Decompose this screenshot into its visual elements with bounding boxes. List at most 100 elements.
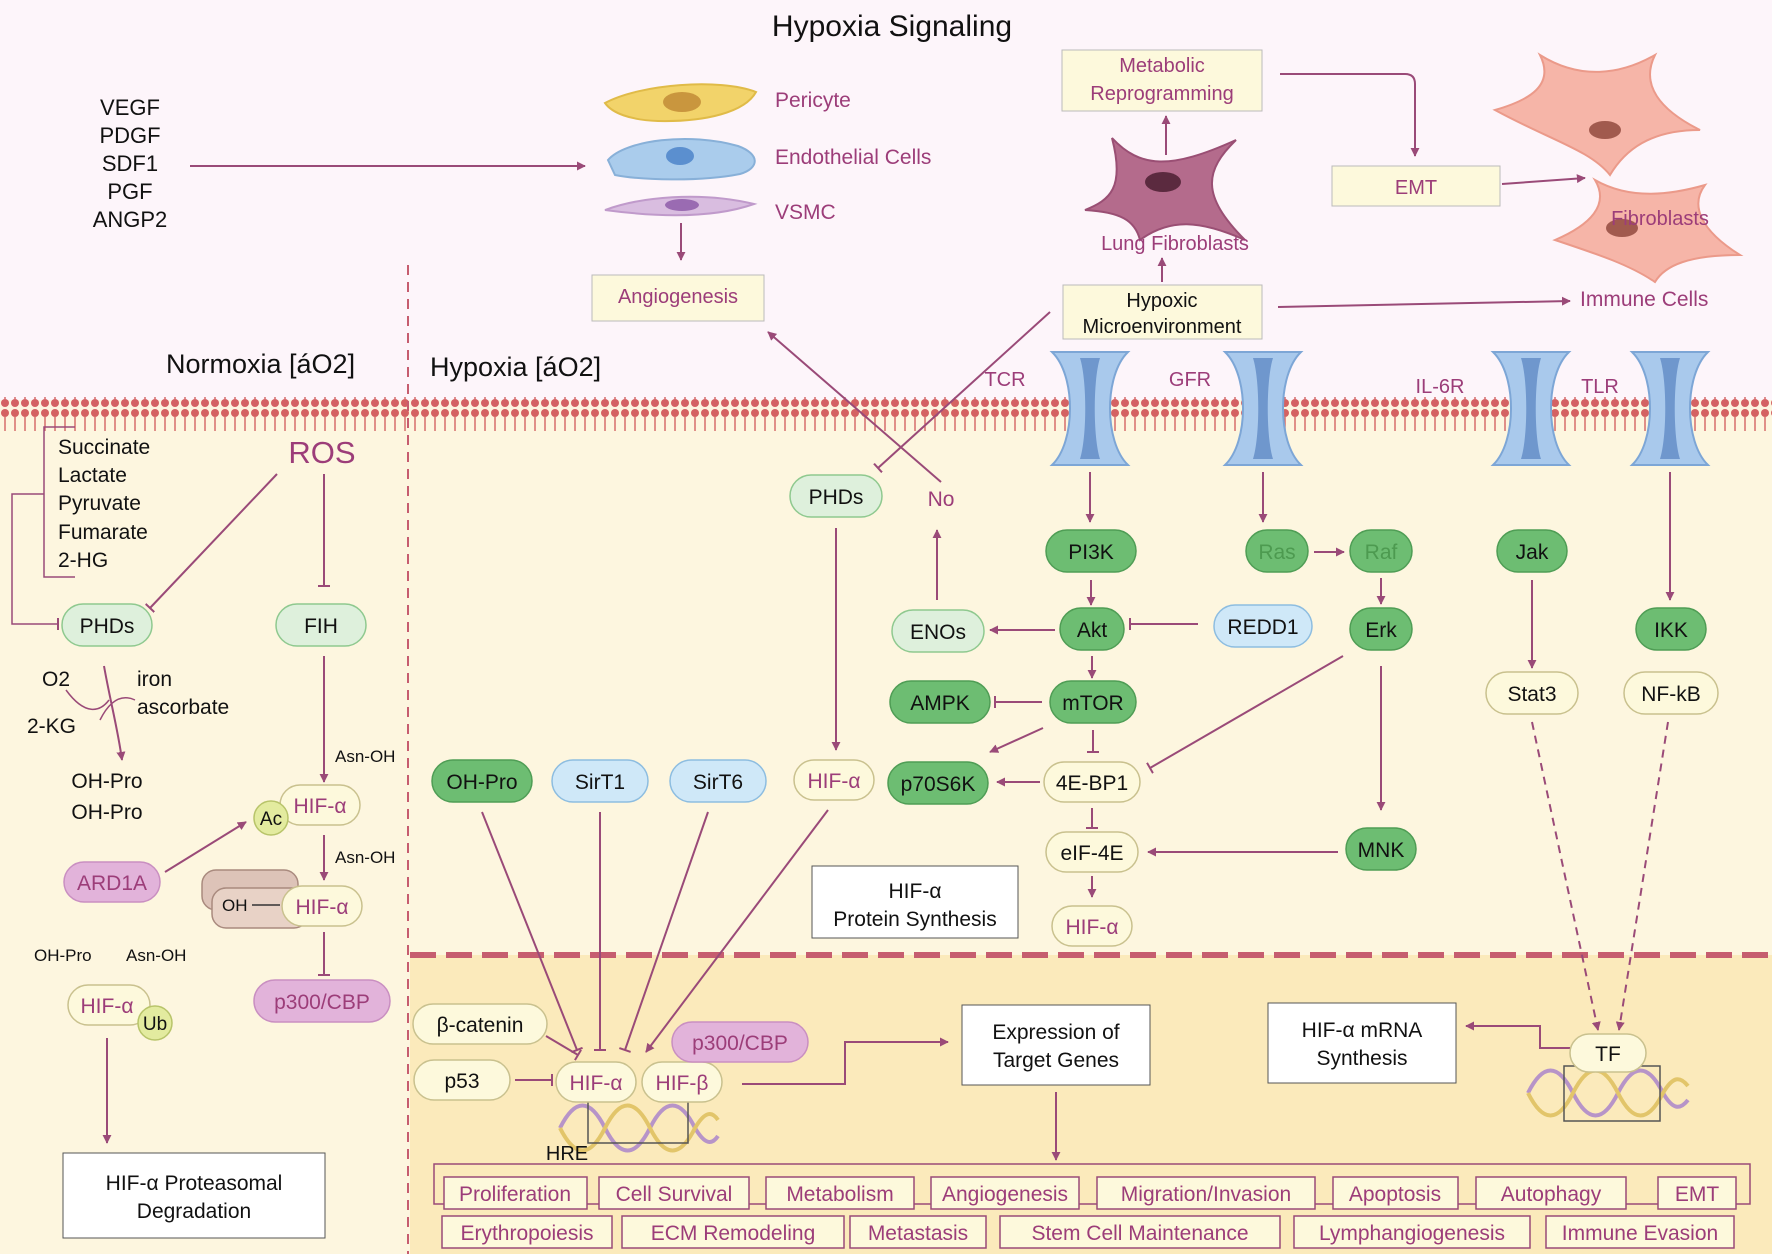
receptor-label-tlr: TLR — [1581, 376, 1619, 398]
nfkb-node — [1623, 671, 1719, 715]
metabolic-reprogramming-box — [1061, 49, 1263, 112]
hif-beta-label: HIF-β — [656, 1072, 709, 1095]
p300-label: p300/CBP — [692, 1032, 788, 1055]
outcome-label: Cell Survival — [616, 1183, 733, 1206]
emt-to-fibroblasts-arrow — [1501, 174, 1586, 185]
ras-label: Ras — [1258, 541, 1295, 564]
phds-node-normoxia — [61, 603, 153, 647]
pericyte-cell — [603, 83, 758, 123]
hypoxic-microenvironment-box — [1062, 284, 1263, 340]
cofactor-curve — [99, 697, 136, 721]
outcome-apoptosis-box — [1332, 1176, 1459, 1210]
metabolite-label: 2-HG — [58, 549, 108, 572]
ohpro-inhibits-hif — [481, 811, 583, 1054]
mtor-label: mTOR — [1062, 692, 1123, 715]
hif-alpha-hydroxylated-node — [281, 885, 363, 927]
vsmc-label: VSMC — [775, 201, 836, 224]
sirt1-node — [551, 759, 649, 803]
outcome-label: Proliferation — [459, 1183, 571, 1206]
degradation-label-line2: Degradation — [137, 1200, 251, 1223]
proteasomal-degradation-box — [62, 1152, 326, 1239]
sirt6-inhibits-hif — [619, 811, 709, 1053]
ac-label: Ac — [260, 809, 282, 830]
ikk-node — [1635, 607, 1707, 651]
angiogenesis-label: Angiogenesis — [618, 286, 738, 308]
expression-line1: Expression of — [992, 1021, 1119, 1044]
phds-label-hypoxia: PHDs — [809, 486, 864, 509]
pericyte-label: Pericyte — [775, 89, 851, 112]
cell-membrane — [0, 397, 1772, 431]
hif-alpha-label: HIF-α — [808, 770, 861, 793]
sirt1-label: SirT1 — [575, 771, 625, 794]
emt-label: EMT — [1395, 177, 1437, 199]
pi3k-label: PI3K — [1068, 541, 1114, 564]
acetyl-group — [253, 800, 289, 836]
mtor-to-p70-arrow — [989, 727, 1044, 753]
ubiquitin-group — [137, 1005, 173, 1041]
metabolite-label: Lactate — [58, 464, 127, 487]
jak-label: Jak — [1516, 541, 1549, 564]
p300-node-normoxia — [253, 979, 391, 1023]
fibroblast-cells — [1492, 52, 1744, 284]
asnoh-small-label: Asn-OH — [126, 946, 186, 965]
2kg-label: 2-KG — [27, 715, 76, 738]
pi3k-node — [1045, 529, 1137, 573]
erk-label: Erk — [1365, 619, 1397, 642]
beta-catenin-label: β-catenin — [437, 1014, 524, 1037]
phds-to-ohpro-arrow — [103, 665, 126, 761]
ard1a-to-ac-arrow — [164, 821, 247, 873]
hif-alpha-label: HIF-α — [81, 995, 134, 1018]
metabolite-label: Pyruvate — [58, 492, 141, 515]
hre-label: HRE — [546, 1143, 588, 1165]
hif-alpha-node-hypoxia — [793, 759, 875, 801]
sirt6-label: SirT6 — [693, 771, 743, 794]
hif-beta-node — [641, 1061, 723, 1103]
expression-box — [961, 1004, 1151, 1086]
protein-synthesis-line1: HIF-α — [889, 880, 942, 903]
hypoxic-label-line1: Hypoxic — [1126, 290, 1197, 312]
akt-node — [1059, 607, 1125, 651]
outcome-label: Immune Evasion — [1562, 1222, 1718, 1245]
receptor-label-il6r: IL-6R — [1416, 376, 1465, 398]
metabolic-to-emt-arrow — [1280, 73, 1420, 157]
ascorbate-label: ascorbate — [137, 696, 229, 719]
outcome-label: Metastasis — [868, 1222, 968, 1245]
raf-node — [1349, 529, 1413, 573]
hypoxic-inhibits-phds — [873, 311, 1051, 474]
immune-cells-label: Immune Cells — [1580, 288, 1708, 311]
hif-alpha-label: HIF-α — [294, 795, 347, 818]
outcome-proliferation-box — [443, 1176, 588, 1210]
receptor-label-tcr: TCR — [984, 369, 1025, 391]
outcome-cell-survival-box — [598, 1176, 750, 1210]
mtor-node — [1049, 680, 1137, 724]
outcome-stem-cell-box — [999, 1215, 1281, 1249]
hif-alpha-label: HIF-α — [1066, 916, 1119, 939]
mrna-line1: HIF-α mRNA — [1302, 1019, 1423, 1042]
erk-node — [1349, 607, 1413, 651]
fih-node — [275, 603, 367, 647]
outcome-label: ECM Remodeling — [651, 1222, 816, 1245]
p53-node — [413, 1059, 511, 1101]
emt-box — [1331, 165, 1501, 207]
jak-node — [1496, 529, 1568, 573]
degradation-label-line1: HIF-α Proteasomal — [106, 1172, 283, 1195]
growth-factor-label: PDGF — [99, 123, 160, 148]
metabolite-bracket — [43, 426, 75, 578]
p300-label: p300/CBP — [274, 991, 370, 1014]
hif-alpha-label: HIF-α — [296, 896, 349, 919]
lung-fibroblast-cell — [1084, 137, 1246, 242]
fih-label: FIH — [304, 615, 338, 638]
iron-label: iron — [137, 668, 172, 691]
p53-label: p53 — [444, 1070, 479, 1093]
outcome-label: Migration/Invasion — [1121, 1183, 1291, 1206]
growth-factor-label: ANGP2 — [93, 207, 168, 232]
growth-factor-label: SDF1 — [102, 151, 158, 176]
p70s6k-label: p70S6K — [901, 773, 976, 796]
hif-alpha-label: HIF-α — [570, 1072, 623, 1095]
protein-synthesis-box — [811, 865, 1019, 939]
tf-to-mrna-arrow — [1465, 1021, 1570, 1049]
outcome-ecm-box — [621, 1215, 845, 1249]
phds-label-normoxia: PHDs — [80, 615, 135, 638]
hif-to-expression-arrow — [742, 1037, 949, 1085]
dna-helix-tf — [1526, 1068, 1690, 1118]
